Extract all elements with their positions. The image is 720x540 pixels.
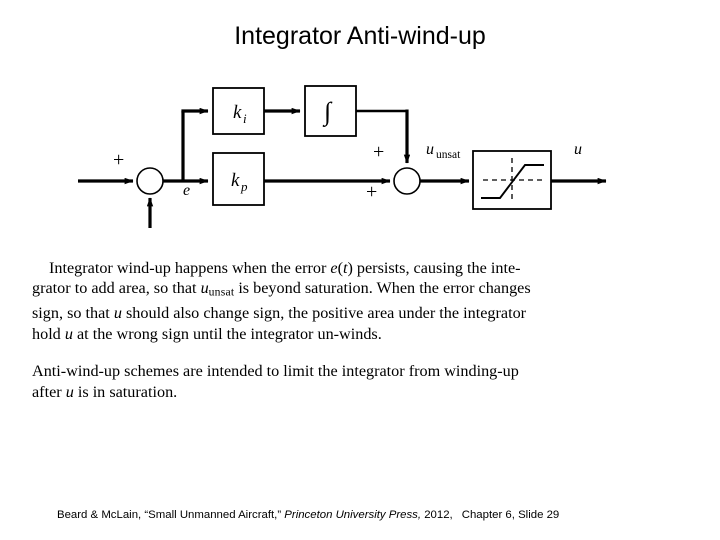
block-integrator-label: ∫ [322, 97, 333, 127]
summing-junction-error [136, 167, 164, 195]
paragraph-wind-up-explanation: Integrator wind-up happens when the erro… [32, 258, 692, 344]
block-kp-label: k [231, 170, 240, 191]
block-diagram: k i ∫ k p [0, 70, 720, 235]
footer-chapter-slide: Chapter 6, Slide 29 [461, 509, 560, 521]
page-title: Integrator Anti-wind-up [234, 22, 486, 50]
block-saturation [472, 150, 552, 210]
signal-label-error: e [183, 182, 190, 199]
block-ki-label: k [233, 102, 242, 123]
error-signal-path [163, 107, 209, 185]
block-kp: k p [212, 152, 265, 206]
paragraph-anti-wind-up-schemes: Anti-wind-up schemes are intended to lim… [32, 361, 692, 402]
saturation-curve [481, 164, 544, 199]
block-ki: k i [212, 87, 265, 135]
sign-plus-integral-input: + [373, 141, 384, 163]
body-line: grator to add area, so that uunsat is be… [32, 279, 531, 299]
block-kp-subscript: p [240, 179, 248, 194]
sign-plus-proportional-input: + [366, 181, 377, 203]
body-text: Integrator wind-up happens when the erro… [32, 258, 692, 419]
footer-authors: Beard & Mc [57, 509, 117, 521]
sign-plus-error-input: + [113, 149, 124, 171]
block-diagram-svg: k i ∫ k p [78, 85, 607, 228]
footer-authors-cont: Lain, “Small Unmanned Aircraft,” [116, 509, 282, 521]
footer-year: 2012, [424, 509, 453, 521]
footer-citation: Beard & McLain, “Small Unmanned Aircraft… [57, 509, 559, 521]
summing-junction-pi [393, 167, 421, 195]
body-line: Integrator wind-up happens when the erro… [49, 259, 521, 277]
signal-label-u-output: u [574, 141, 582, 158]
block-integrator: ∫ [304, 85, 357, 137]
integrator-to-sum-path [356, 109, 411, 164]
signal-label-u-unsat: u [426, 141, 434, 158]
signal-label-u-unsat-subscript: unsat [436, 149, 461, 161]
footer-publisher: Princeton University Press, [284, 509, 422, 521]
body-line: sign, so that u should also change sign,… [32, 304, 527, 323]
block-ki-subscript: i [243, 111, 247, 126]
body-line: after u is in saturation. [32, 382, 178, 401]
body-line: hold u at the wrong sign until the integ… [32, 324, 382, 343]
body-line: Anti-wind-up schemes are intended to lim… [32, 362, 519, 381]
